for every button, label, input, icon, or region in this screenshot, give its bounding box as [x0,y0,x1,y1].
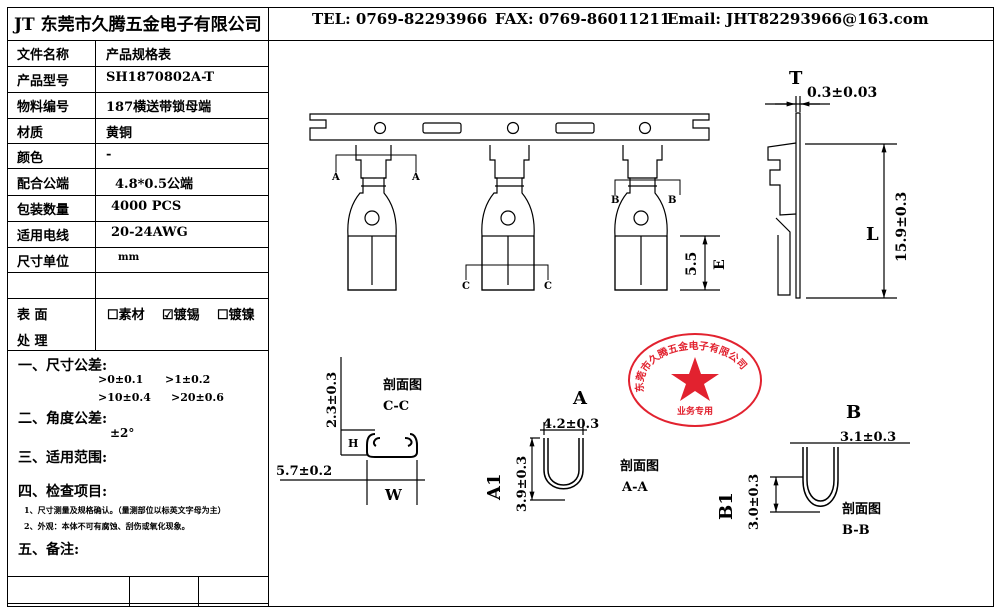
spec-label: 尺寸单位 [17,255,70,270]
e-value: 5.5 [684,252,700,276]
surface-option-nickel[interactable]: ☐镀镍 [217,308,255,323]
signature-row-divider [7,603,269,604]
terminal-1 [347,145,397,291]
aa-width: 4.2±0.3 [543,417,599,432]
section-mark-a: A [331,172,340,183]
cc-w-label: W [384,486,403,504]
surface-option-plain[interactable]: ☐素材 [107,308,145,323]
tolerance-value: >10±0.4 [98,391,151,404]
table-row-divider [7,350,269,351]
scope-title: 三、适用范围: [18,450,108,466]
aa-a1-label: A1 [484,474,505,502]
company-seal: 东莞市久腾五金电子有限公司 业务专用 [628,333,762,427]
section-mark-b: B [668,195,676,206]
section-cc-shape [366,433,418,458]
tolerance-value: >1±0.2 [165,373,211,386]
table-row-divider [7,66,269,67]
table-row-divider [7,247,269,248]
cc-title: 剖面图 [383,377,422,393]
contact-email: Email: JHT82293966@163.com [667,10,929,28]
spec-value: mm [118,252,140,263]
aa-a1-value: 3.9±0.3 [515,456,530,512]
bb-title: B-B [842,523,870,538]
spec-value: 4000 PCS [111,199,182,214]
terminal-3 [614,145,668,291]
bb-b1-label: B1 [716,492,737,520]
l-label: L [866,224,879,245]
table-row-divider [7,298,269,299]
inspection-item: 2、外观：本体不可有腐蚀、刮伤或氧化现象。 [24,521,190,531]
signature-col-divider [198,576,199,607]
bb-title: 剖面图 [842,501,881,517]
inspection-title: 四、检查项目: [18,484,108,500]
table-row-divider [7,272,269,273]
signature-col-divider [129,576,130,607]
carrier-strip [309,113,710,141]
t-value: 0.3±0.03 [807,85,877,101]
cc-title: C-C [383,399,409,414]
seal-bottom-text: 业务专用 [677,405,713,417]
checkbox-checked-icon[interactable]: ☑ [162,308,174,323]
section-mark-b: B [611,195,619,206]
terminal-2 [481,145,535,291]
bb-b1-value: 3.0±0.3 [747,474,762,530]
table-row-divider [7,118,269,119]
e-label: E [712,259,728,270]
section-mark-a: A [411,172,420,183]
l-value: 15.9±0.3 [894,192,910,262]
spec-value: 187横送带锁母端 [106,100,212,115]
inspection-item: 1、尺寸测量及规格确认。（量测部位以标英文字母为主） [24,505,226,515]
spec-label: 配合公端 [17,177,70,192]
surface-label: 表 面 [17,308,48,323]
tolerance-title: 一、尺寸公差: [18,358,108,374]
aa-big-label: A [572,388,588,409]
aa-title: 剖面图 [620,458,659,474]
spec-label: 颜色 [17,151,44,166]
spec-label: 产品型号 [17,74,70,89]
angle-value: ±2° [110,426,135,440]
spec-label: 适用电线 [17,229,70,244]
spec-value: - [106,147,112,162]
contact-fax: FAX: 0769-86011211 [495,10,671,28]
spec-label: 文件名称 [17,48,70,63]
contact-tel: TEL: 0769-82293966 [312,10,488,28]
spec-value: 黄铜 [106,126,133,141]
spec-label: 物料编号 [17,100,70,115]
spec-label: 材质 [17,126,44,141]
company-name: JT 东莞市久腾五金电子有限公司 [14,15,262,35]
remarks-title: 五、备注: [18,542,80,558]
t-label: T [789,68,803,89]
table-row-divider [7,221,269,222]
checkbox-unchecked-icon[interactable]: ☐ [107,308,119,323]
spec-value: 产品规格表 [106,48,172,63]
tolerance-value: >0±0.1 [98,373,144,386]
section-mark-c: C [462,281,470,292]
cc-h-value: 2.3±0.3 [325,372,340,428]
spec-value: 4.8*0.5公端 [115,177,194,192]
angle-title: 二、角度公差: [18,411,108,427]
section-aa-shape [543,438,584,490]
bb-width: 3.1±0.3 [840,430,896,445]
table-row-divider [7,168,269,169]
checkbox-unchecked-icon[interactable]: ☐ [217,308,229,323]
table-row-divider [7,92,269,93]
spec-value: 20-24AWG [111,225,188,240]
table-row-divider [7,143,269,144]
bb-big-label: B [846,402,861,423]
surface-label: 处 理 [17,334,48,349]
section-bb-shape [802,447,839,507]
cc-w-value: 5.7±0.2 [276,464,332,479]
cc-h-label: H [348,437,358,450]
spec-value: SH1870802A-T [106,70,214,85]
aa-title: A-A [621,480,648,495]
signature-row-divider [7,576,269,577]
surface-option-tin[interactable]: ☑镀锡 [162,308,200,323]
spec-label: 包装数量 [17,203,70,218]
tolerance-value: >20±0.6 [171,391,224,404]
section-mark-c: C [544,281,552,292]
header-divider [7,40,994,41]
table-row-divider [7,195,269,196]
